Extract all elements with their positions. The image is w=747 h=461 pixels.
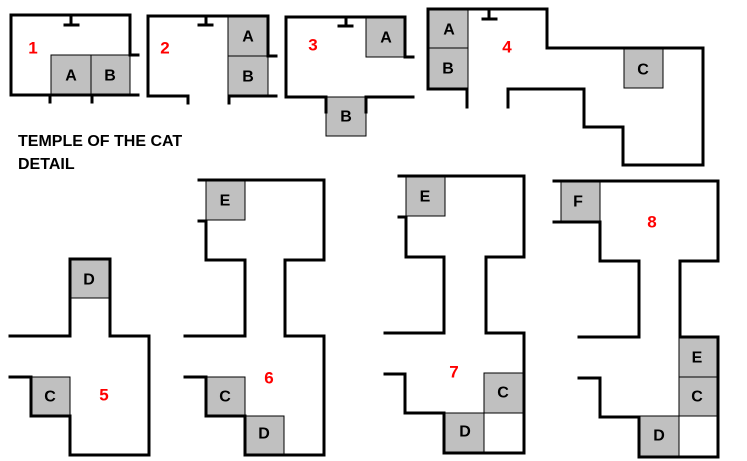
block-label: A <box>242 29 254 46</box>
block-label: E <box>420 189 431 206</box>
block-label: A <box>65 68 77 85</box>
wall <box>383 215 446 335</box>
block-label: B <box>242 69 254 86</box>
diagram-title-line1: TEMPLE OF THE CAT <box>18 133 182 150</box>
room-number: 4 <box>502 38 512 57</box>
room-number: 6 <box>264 369 273 388</box>
block-c <box>483 372 525 414</box>
wall <box>426 7 705 167</box>
block-label: A <box>443 22 455 39</box>
panel-1: A B 1 <box>9 13 140 104</box>
room-number: 1 <box>28 39 37 58</box>
block-b <box>90 54 131 96</box>
block-label: A <box>380 30 392 47</box>
block-label: D <box>83 272 95 289</box>
wall <box>8 257 151 457</box>
wall <box>383 174 526 455</box>
room-number: 3 <box>308 36 317 55</box>
block-label: D <box>258 426 270 443</box>
block-a <box>50 54 92 96</box>
block-d <box>638 415 680 457</box>
wall <box>364 95 415 114</box>
block-label: C <box>497 385 509 402</box>
block-label: B <box>442 61 454 78</box>
panel-4: A B C 4 <box>426 7 705 167</box>
block-label: B <box>104 68 116 85</box>
wall <box>183 219 247 338</box>
block-label: B <box>340 109 352 126</box>
block-label: C <box>637 62 649 79</box>
panel-8: F E C D 8 <box>552 179 720 459</box>
block-label: E <box>220 193 231 210</box>
panel-5: D C 5 <box>8 257 151 457</box>
block-label: D <box>459 424 471 441</box>
panel-6: E C D 6 <box>183 178 326 457</box>
diagram-title-line2: DETAIL <box>18 156 75 173</box>
wall <box>146 14 278 105</box>
block-label: D <box>653 428 665 445</box>
block-label: C <box>44 389 56 406</box>
panel-2: A B 2 <box>146 14 278 105</box>
block-c <box>30 376 71 417</box>
wall <box>284 15 415 114</box>
block-label: C <box>219 389 231 406</box>
wall <box>183 178 326 457</box>
block-e <box>405 175 446 217</box>
block-label: C <box>691 389 703 406</box>
panel-3: A B 3 <box>284 15 415 137</box>
wall <box>552 220 641 339</box>
room-number: 2 <box>160 39 169 58</box>
wall <box>227 94 278 105</box>
wall <box>552 179 720 459</box>
room-number: 7 <box>449 363 458 382</box>
block-e <box>205 179 246 221</box>
empty-cell <box>678 415 719 457</box>
block-e <box>678 337 719 378</box>
block-label: E <box>692 350 703 367</box>
block-label: F <box>573 194 583 211</box>
block-b <box>325 96 367 137</box>
empty-cell <box>483 412 525 454</box>
room-number: 8 <box>647 213 656 232</box>
room-number: 5 <box>99 386 108 405</box>
block-b <box>227 55 269 97</box>
panel-7: E C D 7 <box>383 174 526 455</box>
